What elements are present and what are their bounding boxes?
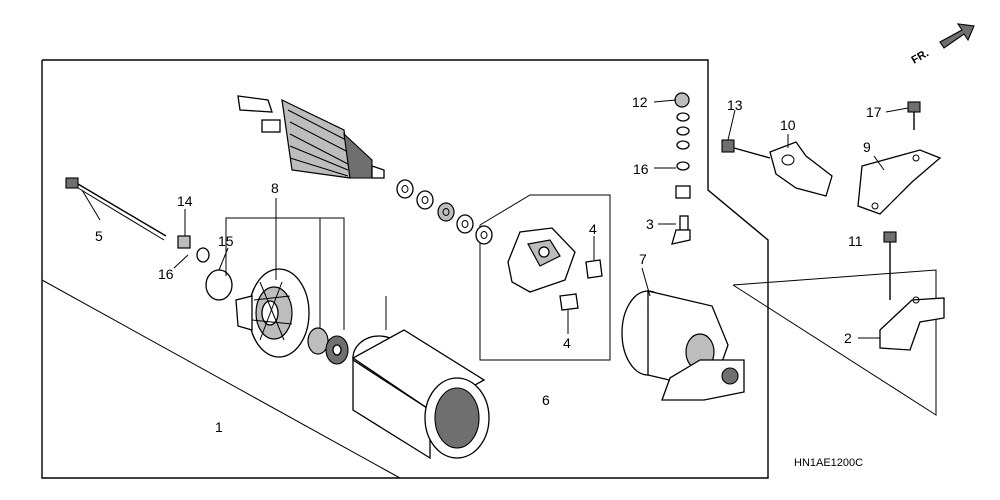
- callout-6: 6: [542, 392, 550, 408]
- cable-bracket-10: [769, 141, 833, 197]
- washer-16: [196, 247, 210, 263]
- armature: [237, 95, 385, 179]
- callout-1: 1: [215, 419, 223, 435]
- brush-holder: [507, 227, 576, 293]
- callout-4-top: 4: [589, 221, 597, 237]
- nut-14: [177, 235, 191, 249]
- rear-cover: [621, 290, 745, 401]
- assembly-boundary: [41, 59, 769, 479]
- callout-7: 7: [639, 251, 647, 267]
- callout-4-bottom: 4: [563, 335, 571, 351]
- diagram-code: HN1AE1200C: [794, 457, 863, 469]
- bracket-9: [857, 149, 942, 215]
- assembly-boundary-2: [41, 279, 401, 479]
- callout-11: 11: [848, 233, 863, 249]
- brush-holder-box: [479, 194, 611, 361]
- callout-9: 9: [863, 139, 871, 155]
- bolt-11: [883, 231, 897, 300]
- bearing-1: [307, 327, 329, 355]
- callout-5: 5: [95, 228, 103, 244]
- callout-14: 14: [177, 193, 193, 209]
- washer-stack: [396, 179, 493, 245]
- mount-bracket-2: [879, 297, 945, 351]
- brush-spring-top: [585, 259, 603, 279]
- through-bolt: [65, 177, 167, 241]
- bolt-13: [721, 139, 771, 159]
- brush-spring-bottom: [559, 293, 579, 311]
- callout-12: 12: [632, 94, 648, 110]
- terminal-stack: [671, 92, 691, 245]
- callout-3: 3: [646, 216, 654, 232]
- callout-17: 17: [866, 104, 882, 120]
- callouts: 1 2 3 4 4 5 6 7 8 9 10 11 12 13 14 15 16…: [95, 94, 882, 435]
- front-arrow: FR.: [910, 23, 975, 67]
- yoke-housing: [351, 329, 490, 460]
- callout-2: 2: [844, 330, 852, 346]
- front-cover: [235, 268, 310, 358]
- o-ring-15: [205, 269, 233, 301]
- front-label: FR.: [910, 47, 931, 66]
- callout-16-right: 16: [633, 161, 649, 177]
- callout-16-left: 16: [158, 266, 174, 282]
- callout-10: 10: [780, 117, 796, 133]
- callout-15: 15: [218, 233, 234, 249]
- callout-13: 13: [727, 97, 743, 113]
- bolt-17: [907, 101, 921, 130]
- bracket-box: [732, 269, 937, 416]
- leader-lines: [81, 99, 909, 339]
- callout-8: 8: [271, 180, 279, 196]
